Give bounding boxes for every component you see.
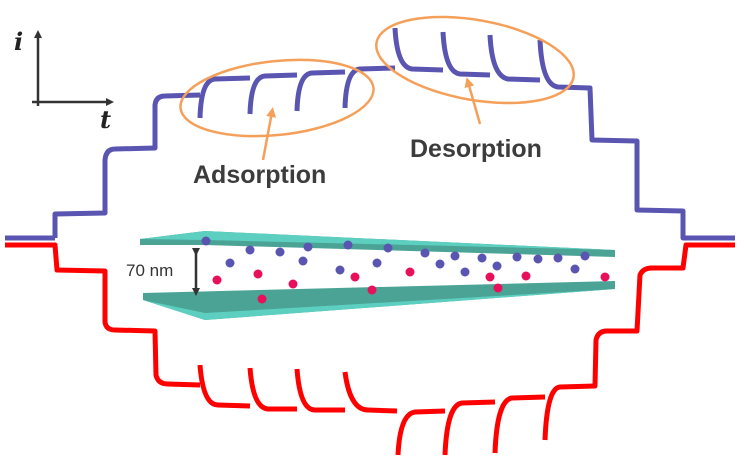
ion-pink: [600, 272, 610, 282]
ion-blue: [450, 251, 460, 261]
ion-pink: [212, 275, 222, 285]
lower-current-trace: [5, 242, 735, 456]
ion-blue: [225, 258, 235, 268]
ion-pink: [367, 285, 377, 295]
ion-blue: [492, 261, 502, 271]
ion-blue: [580, 251, 590, 261]
desorption-arrow-icon: [464, 77, 482, 125]
ion-blue: [372, 258, 382, 268]
y-axis-label: i: [14, 27, 23, 56]
ion-pink: [257, 294, 267, 304]
adsorption-label: Adsorption: [193, 161, 326, 189]
ion-blue: [335, 265, 345, 275]
ion-pink: [493, 283, 503, 293]
ion-blue: [245, 245, 255, 255]
ion-blue: [298, 256, 308, 266]
desorption-highlight: [375, 15, 575, 105]
adsorption-arrow-icon: [261, 107, 276, 161]
gap-label: 70 nm: [126, 261, 173, 280]
ion-blue: [553, 253, 563, 263]
ion-blue: [533, 254, 543, 264]
ion-blue: [275, 247, 285, 257]
ion-blue: [435, 259, 445, 269]
adsorption-highlight: [179, 58, 375, 138]
ion-blue: [460, 267, 470, 277]
ion-pink: [350, 272, 360, 282]
ion-blue: [383, 243, 393, 253]
ion-blue: [512, 252, 522, 262]
ion-pink: [288, 279, 298, 289]
ion-pink: [405, 267, 415, 277]
ion-pink: [485, 272, 495, 282]
ion-blue: [477, 253, 487, 263]
upper-current-trace: [5, 27, 735, 241]
ion-blue: [201, 236, 211, 246]
ion-blue: [303, 242, 313, 252]
ion-pink: [521, 271, 531, 281]
desorption-label: Desorption: [410, 135, 542, 163]
ion-pink: [253, 269, 263, 279]
ion-blue: [420, 248, 430, 258]
ion-blue: [343, 240, 353, 250]
axes-icon: [32, 30, 114, 106]
x-axis-label: t: [100, 105, 111, 134]
nanochannel: [140, 231, 615, 320]
ion-blue: [570, 264, 580, 274]
